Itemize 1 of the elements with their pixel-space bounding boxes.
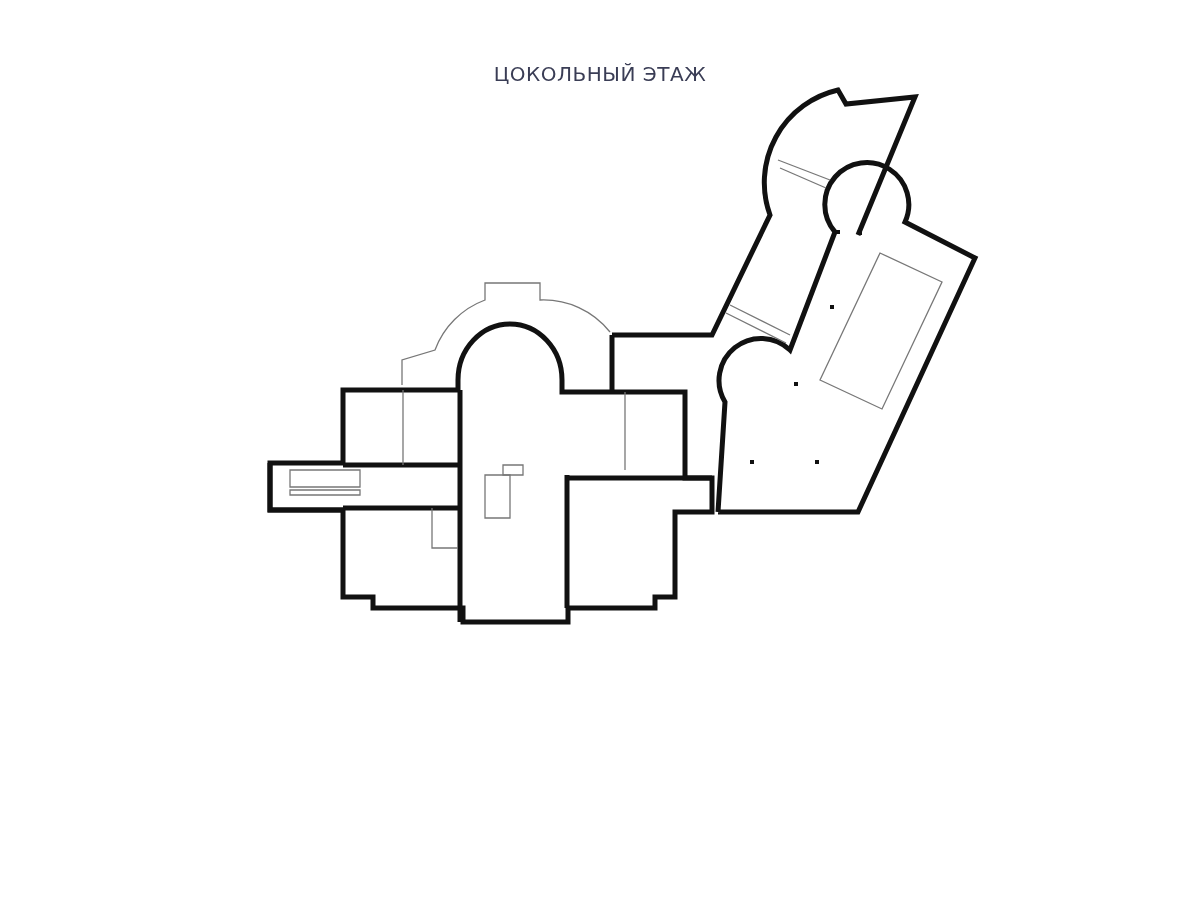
plan-title: ЦОКОЛЬНЫЙ ЭТАЖ xyxy=(492,62,708,86)
